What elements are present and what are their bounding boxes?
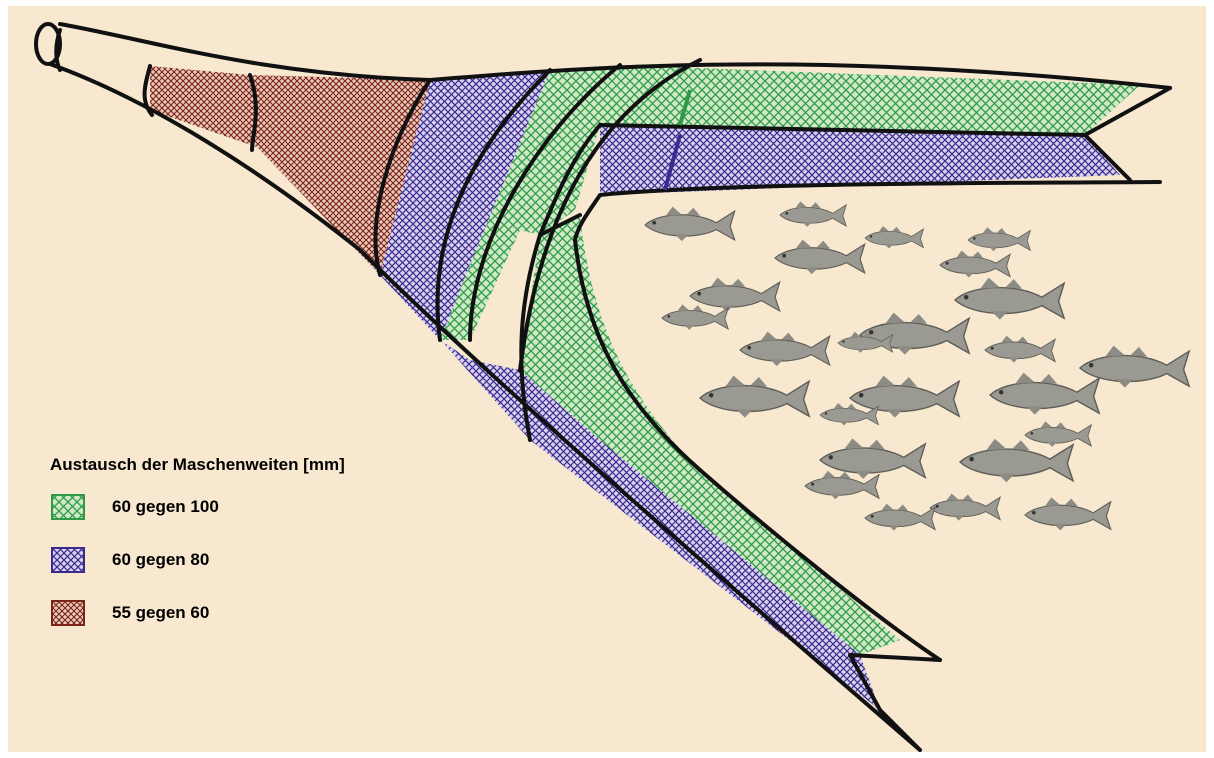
- legend-item-55-60: 55 gegen 60: [50, 599, 345, 627]
- legend: Austausch der Maschenweiten [mm] 60 gege…: [50, 455, 345, 652]
- legend-item-60-100: 60 gegen 100: [50, 493, 345, 521]
- legend-title: Austausch der Maschenweiten [mm]: [50, 455, 345, 475]
- net-swatch-red-icon: [50, 599, 86, 627]
- net-swatch-green-icon: [50, 493, 86, 521]
- legend-item-60-80: 60 gegen 80: [50, 546, 345, 574]
- legend-label: 60 gegen 100: [112, 497, 219, 517]
- net-swatch-purple-icon: [50, 546, 86, 574]
- legend-label: 60 gegen 80: [112, 550, 209, 570]
- legend-label: 55 gegen 60: [112, 603, 209, 623]
